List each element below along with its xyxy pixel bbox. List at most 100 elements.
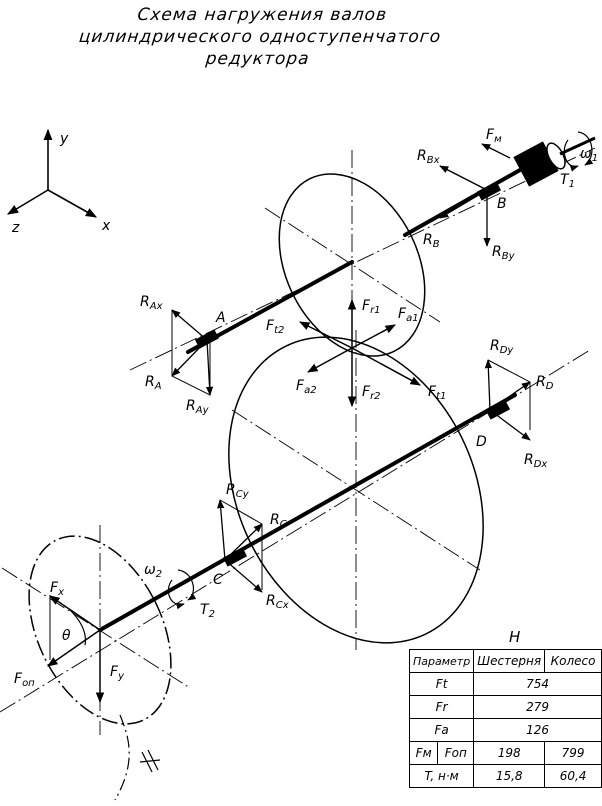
belt-hatch-3 bbox=[139, 759, 161, 763]
label-fa2: Fa2 bbox=[296, 378, 317, 396]
label-t1: T1 bbox=[560, 172, 575, 190]
label-rby: RBy bbox=[492, 244, 516, 262]
bearing-b bbox=[476, 181, 502, 201]
row-pinion-value: 198 bbox=[473, 741, 546, 765]
header-wheel: Колесо bbox=[544, 649, 602, 673]
torque-t2-arc bbox=[167, 579, 185, 610]
z-axis-arrow bbox=[7, 189, 49, 215]
row-param: Fr bbox=[408, 695, 475, 719]
pulley-outline bbox=[28, 535, 172, 725]
x-axis-label: x bbox=[101, 218, 111, 234]
rdx-arrow bbox=[489, 409, 531, 441]
bearing-c bbox=[222, 547, 248, 567]
label-rc: RC bbox=[270, 512, 287, 530]
label-fa1: Fa1 bbox=[398, 306, 419, 324]
rc-arrow bbox=[224, 523, 263, 561]
row-pinion-torque: 15,8 bbox=[473, 764, 546, 788]
label-fy: Fy bbox=[110, 664, 125, 682]
table-row-torque: T, н·м 15,8 60,4 bbox=[408, 764, 602, 788]
row-param-fop: Fоп bbox=[437, 741, 475, 765]
label-rax: RAx bbox=[140, 294, 163, 312]
wheel-gear-outline bbox=[228, 336, 484, 644]
table-letter: H bbox=[509, 628, 521, 646]
label-fr1: Fr1 bbox=[362, 298, 381, 316]
omega-2-arc bbox=[177, 569, 197, 601]
x-axis-arrow bbox=[47, 189, 97, 218]
row-param-torque: T, н·м bbox=[408, 764, 475, 788]
table-row-fm: Fм Fоп 198 799 bbox=[408, 741, 602, 765]
row-wheel-value: 799 bbox=[544, 741, 602, 765]
row-param-fm: Fм bbox=[408, 741, 439, 765]
rax-arrow bbox=[171, 309, 208, 341]
theta-arc bbox=[69, 609, 87, 646]
label-fx: Fx bbox=[50, 580, 64, 598]
rdy-arrow bbox=[484, 359, 492, 411]
label-fr2: Fr2 bbox=[362, 384, 381, 402]
label-rcy: RCy bbox=[226, 482, 250, 500]
label-rb: RB bbox=[423, 232, 440, 250]
header-pinion: Шестерня bbox=[473, 649, 546, 673]
label-omega-1: ω1 bbox=[580, 146, 598, 164]
driven-shaft bbox=[98, 393, 517, 632]
drive-shaft-right bbox=[403, 168, 522, 237]
ft1-arrow bbox=[351, 347, 421, 386]
parameters-table: Параметр Шестерня Колесо Ft 754 Fr 279 F… bbox=[408, 649, 602, 788]
label-theta: θ bbox=[62, 628, 71, 644]
rcy-arrow bbox=[217, 499, 226, 561]
row-value: 279 bbox=[473, 695, 602, 719]
label-t2: T2 bbox=[200, 602, 215, 620]
rbx-arrow bbox=[439, 165, 488, 191]
belt-drive bbox=[114, 714, 130, 801]
coordinate-axes bbox=[7, 128, 97, 218]
fm-arrow bbox=[481, 143, 511, 159]
bearing-d bbox=[485, 400, 511, 420]
bearing-a bbox=[194, 329, 220, 349]
point-d-label: D bbox=[476, 434, 487, 450]
label-ra: RA bbox=[145, 374, 162, 392]
rd-arrow bbox=[489, 381, 531, 411]
fop-arrow bbox=[47, 629, 101, 667]
fa2-arrow bbox=[307, 347, 353, 373]
label-rcx: RCx bbox=[266, 593, 289, 611]
header-param: Параметр bbox=[408, 649, 475, 673]
label-ray: RAy bbox=[186, 398, 210, 416]
table-row: Ft 754 bbox=[408, 672, 602, 696]
drive-shaft-axis bbox=[129, 147, 596, 371]
z-axis-label: z bbox=[11, 220, 20, 236]
point-b-label: B bbox=[497, 196, 507, 212]
y-axis-label: y bbox=[59, 131, 69, 147]
row-wheel-torque: 60,4 bbox=[544, 764, 602, 788]
label-omega-2: ω2 bbox=[144, 562, 162, 580]
ray-arrow bbox=[205, 339, 214, 396]
ra-arrow bbox=[171, 339, 208, 377]
label-rd: RD bbox=[536, 374, 554, 392]
label-ft2: Ft2 bbox=[266, 318, 284, 336]
rb-arrow bbox=[439, 189, 488, 219]
rd-parallelogram bbox=[487, 359, 531, 430]
pulley-centerline-horizontal bbox=[1, 567, 191, 689]
fx-arrow bbox=[49, 595, 101, 631]
table-row: Fr 279 bbox=[408, 695, 602, 719]
table-row: Fa 126 bbox=[408, 718, 602, 742]
fa1-arrow bbox=[351, 324, 396, 349]
label-ft1: Ft1 bbox=[428, 384, 446, 402]
belt-hatch-1 bbox=[141, 751, 153, 773]
row-param: Fa bbox=[408, 718, 475, 742]
label-rdx: RDx bbox=[524, 452, 547, 470]
row-value: 754 bbox=[473, 672, 602, 696]
ra-parallelogram bbox=[171, 310, 211, 396]
point-c-label: C bbox=[213, 572, 223, 588]
label-fop: Fоп bbox=[14, 671, 35, 689]
torque-t1-arc bbox=[563, 139, 579, 172]
row-value: 126 bbox=[473, 718, 602, 742]
pinion-centerline-horizontal bbox=[264, 207, 441, 323]
wheel-centerline-horizontal bbox=[231, 409, 481, 571]
ft2-arrow bbox=[299, 321, 353, 349]
belt-hatch-2 bbox=[147, 749, 159, 771]
point-a-label: A bbox=[215, 310, 226, 326]
label-rbx: RBx bbox=[417, 148, 440, 166]
row-param: Ft bbox=[408, 672, 475, 696]
omega-1-arc bbox=[577, 131, 594, 166]
table-header-row: Параметр Шестерня Колесо bbox=[408, 649, 602, 673]
